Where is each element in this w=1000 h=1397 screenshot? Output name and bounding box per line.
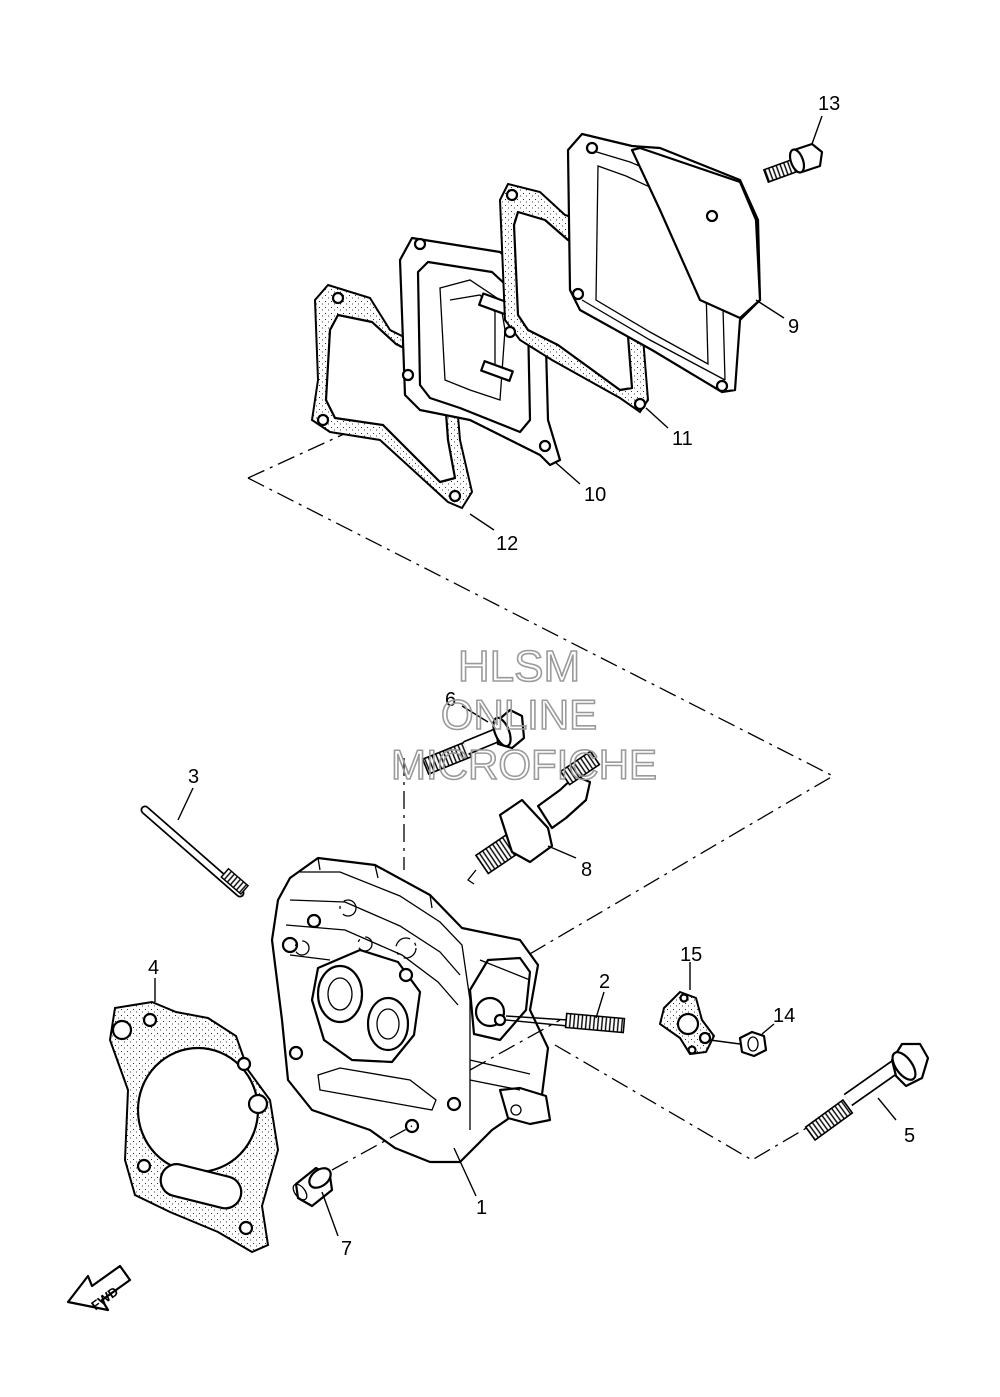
watermark-line-1: HLSM [458,642,580,691]
nut-14 [709,1030,768,1058]
head-gasket-4 [108,1000,280,1254]
callout-3: 3 [188,766,199,788]
reference-line-bolt5 [554,1044,821,1161]
valve-cover-9 [566,132,762,394]
stud-3 [140,805,250,898]
callout-8: 8 [581,859,592,881]
callout-4: 4 [148,957,159,979]
watermark-line-3: MICROFICHE [391,741,657,788]
spark-plug-8 [467,750,601,885]
bolt-5 [804,1042,930,1142]
callout-12: 12 [496,533,518,555]
reference-line-frame [247,477,835,956]
callout-1: 1 [476,1197,487,1219]
callout-5: 5 [904,1125,915,1147]
bolt-6 [421,708,526,776]
callout-2: 2 [599,971,610,993]
dowel-7 [292,1019,561,1208]
watermark-line-2: ONLINE [441,691,597,738]
stud-2 [505,1012,626,1034]
callout-10: 10 [584,484,606,506]
leader-lines [154,115,897,1237]
callout-14: 14 [773,1005,795,1027]
callout-13: 13 [818,93,840,115]
callout-6: 6 [445,689,456,711]
callout-7: 7 [341,1238,352,1260]
callout-11: 11 [672,428,693,450]
watermark: HLSM ONLINE MICROFICHE [390,641,658,789]
callout-9: 9 [788,316,799,338]
cylinder-head-1 [270,856,552,1164]
callout-15: 15 [680,944,702,966]
bolt-13 [762,142,824,184]
fwd-arrow-icon: FWD [66,1264,132,1313]
gasket-12 [310,283,474,510]
gasket-15 [658,990,716,1056]
